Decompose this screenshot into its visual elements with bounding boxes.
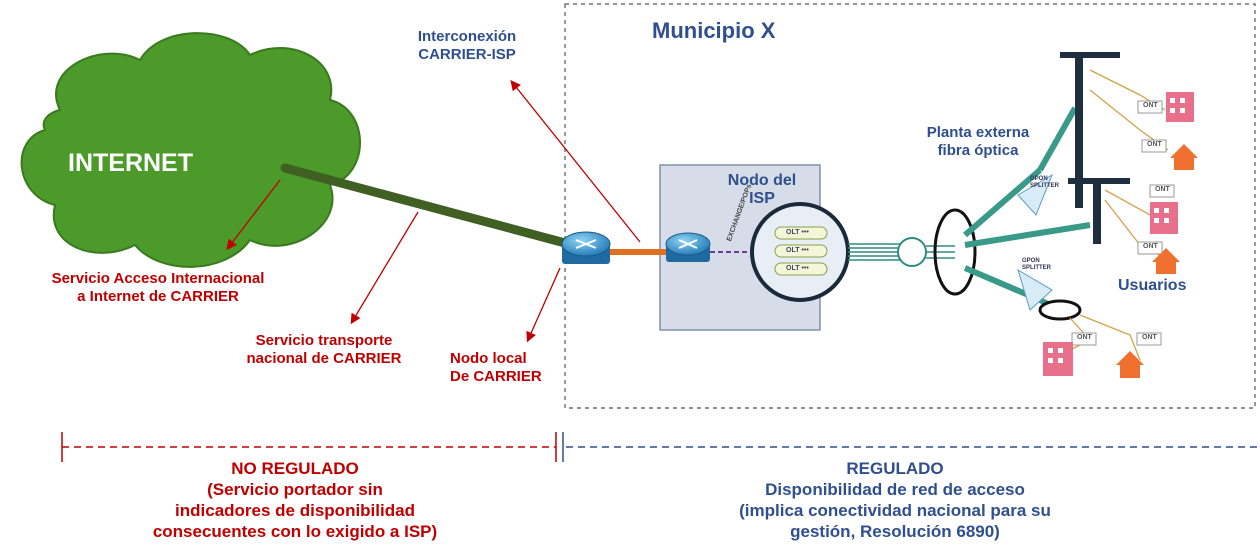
olt-card-label-2: OLT •••	[786, 247, 809, 254]
arrow-interconnect	[510, 79, 641, 243]
transport-service-line2: nacional de CARRIER	[246, 350, 402, 367]
users-label: Usuarios	[1118, 277, 1187, 294]
ont-label-4: ONT	[1143, 243, 1158, 250]
interconnect-line2: CARRIER-ISP	[418, 46, 516, 63]
no-regulado-line2: indicadores de disponibilidad	[175, 501, 415, 521]
plant-ring	[933, 208, 977, 296]
splice-closure	[897, 237, 927, 267]
no-regulado-title: NO REGULADO	[231, 459, 359, 478]
transport-service-label: Servicio transporte nacional de CARRIER	[226, 332, 422, 368]
olt-cards	[774, 226, 828, 276]
plant-label: Planta externa fibra óptica	[898, 124, 1058, 160]
regulado-line2: (implica conectividad nacional para su	[739, 501, 1051, 521]
intl-service-label: Servicio Acceso Internacional a Internet…	[18, 270, 298, 306]
no-regulado-line3: consecuentes con lo exigido a ISP)	[152, 522, 438, 542]
olt-card-label-3: OLT •••	[786, 265, 809, 272]
isp-node-label: Nodo del ISP	[712, 172, 812, 207]
ont-icons	[1071, 100, 1175, 346]
fiber-bundle-2	[926, 245, 955, 259]
no-regulado-block: NO REGULADO (Servicio portador sin indic…	[100, 458, 490, 542]
municipio-region	[564, 3, 1256, 409]
interconnect-label: Interconexión CARRIER-ISP	[396, 28, 538, 64]
splitter-label-2: GPON SPLITTER	[1022, 258, 1052, 272]
ont-label-6: ONT	[1142, 334, 1157, 341]
regulado-title: REGULADO	[846, 459, 944, 478]
ont-label-3: ONT	[1155, 186, 1170, 193]
arrow-local-node	[526, 267, 561, 343]
internet-cloud	[20, 32, 361, 268]
carrier-transport-link	[280, 163, 570, 248]
fiber-bundle	[848, 243, 900, 261]
arrow-transport-service	[350, 211, 419, 325]
building-icon	[1043, 92, 1194, 376]
transport-service-line1: Servicio transporte	[255, 332, 393, 349]
local-node-line1: Nodo local	[450, 350, 527, 367]
regulado-block: REGULADO Disponibilidad de red de acceso…	[680, 458, 1110, 542]
ont-label-1: ONT	[1143, 102, 1158, 109]
house-icon	[1116, 144, 1198, 378]
no-regulado-line1: (Servicio portador sin	[207, 480, 383, 500]
isp-router-icon	[665, 232, 711, 262]
local-node-line2: De CARRIER	[450, 368, 542, 385]
utility-pole-icon	[1060, 52, 1130, 244]
internet-label: INTERNET	[68, 149, 193, 177]
local-node-label: Nodo local De CARRIER	[450, 350, 542, 386]
enclosure-icon	[1038, 299, 1082, 321]
arrow-intl-service	[226, 179, 281, 251]
isp-node-line1: Nodo del	[727, 172, 797, 189]
intl-service-line1: Servicio Acceso Internacional	[51, 270, 265, 287]
carrier-router-icon	[561, 231, 611, 264]
gpon-splitter-icon	[1017, 173, 1054, 311]
interconnect-line1: Interconexión	[417, 28, 517, 45]
intl-service-line2: a Internet de CARRIER	[77, 288, 239, 305]
regulado-line3: gestión, Resolución 6890)	[790, 522, 1000, 542]
regulado-line1: Disponibilidad de red de acceso	[765, 480, 1025, 500]
isp-node-line2: ISP	[749, 189, 775, 207]
municipio-title: Municipio X	[652, 18, 776, 43]
plant-line2: fibra óptica	[937, 142, 1019, 159]
plant-line1: Planta externa	[926, 124, 1030, 141]
ont-label-5: ONT	[1077, 334, 1092, 341]
building-windows	[1048, 98, 1185, 363]
olt-card-label-1: OLT •••	[786, 229, 809, 236]
splitter-label-1: GPON SPLITTER	[1030, 176, 1060, 190]
ont-label-2: ONT	[1147, 141, 1162, 148]
